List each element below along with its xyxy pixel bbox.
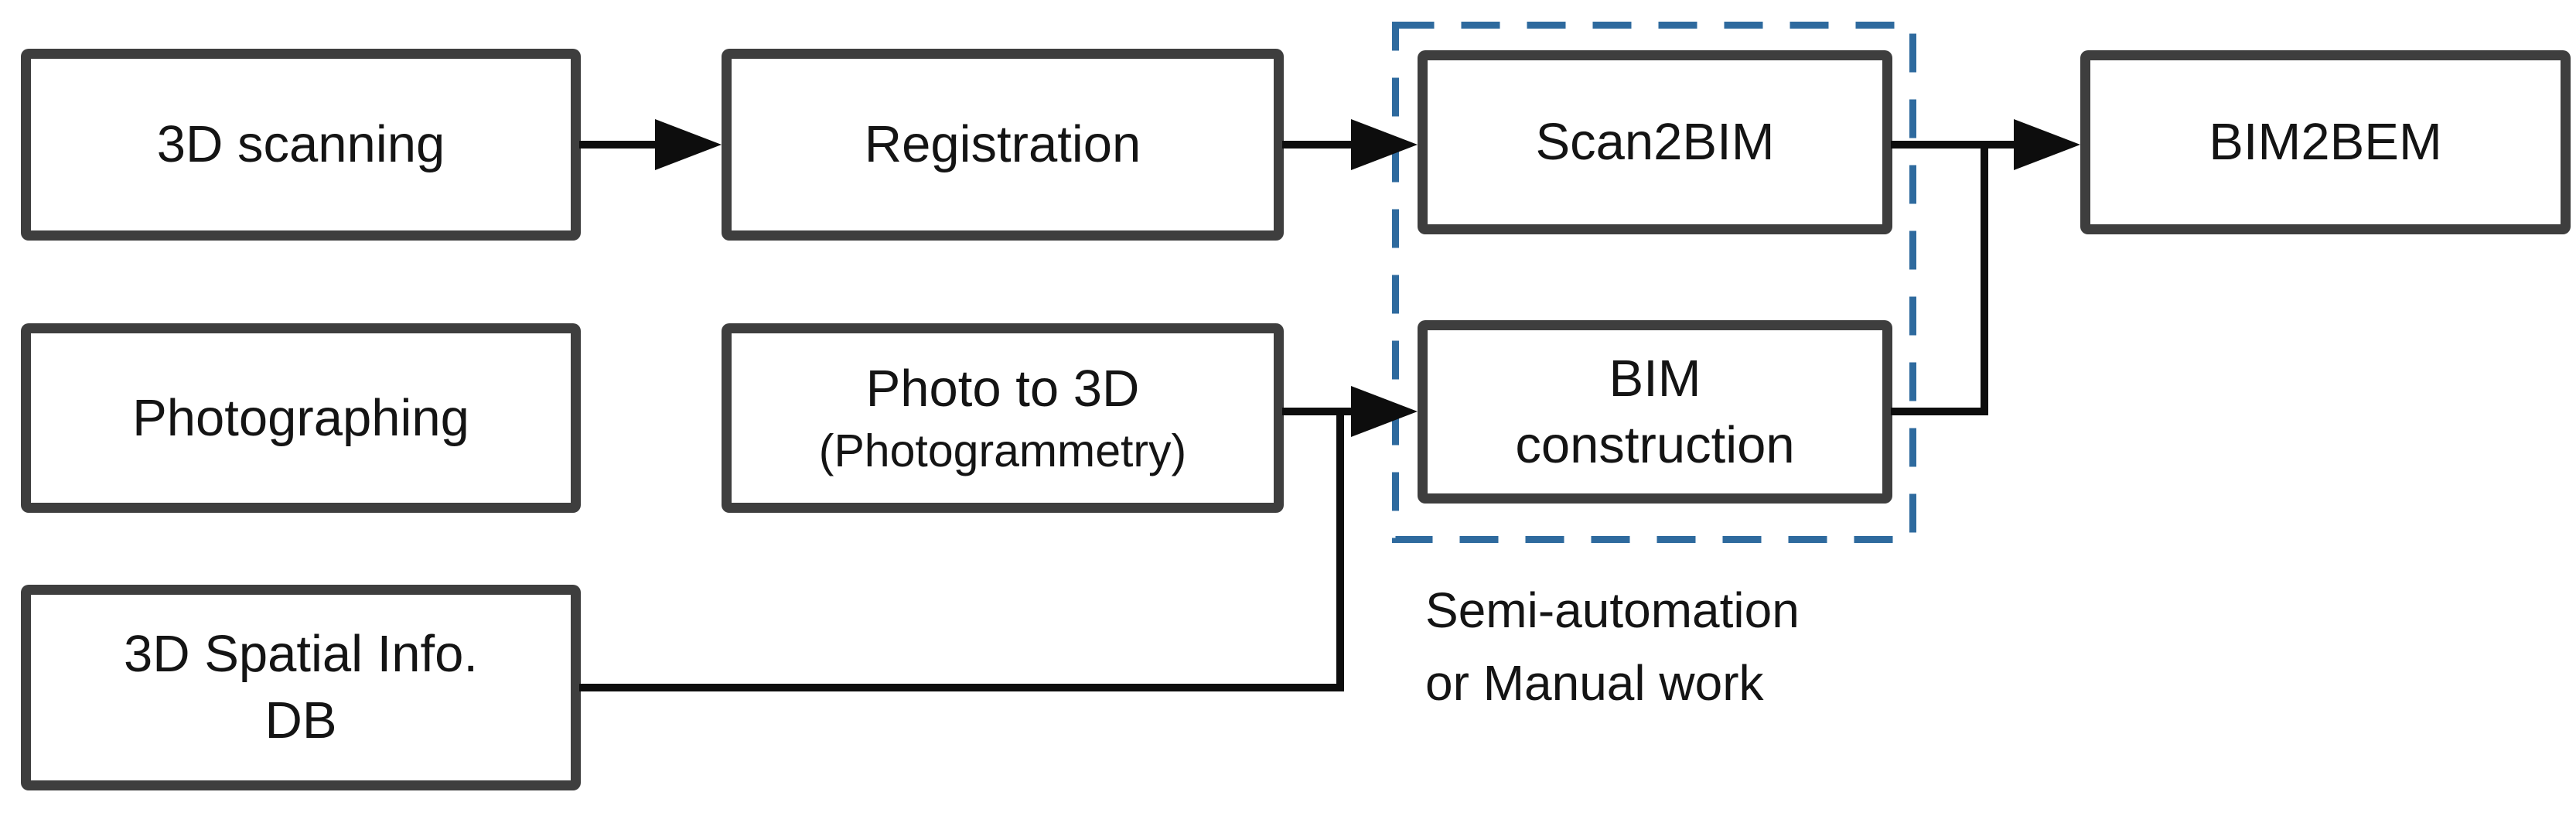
connector-db-horizontal [579,684,1344,691]
connector-scanning-to-registration [579,141,664,149]
box-label: 3D Spatial Info. [123,625,479,684]
box-label: DB [264,691,337,749]
connector-photo-to-bim-construction [1282,408,1371,415]
box-label: BIM2BEM [2209,113,2442,172]
box-3d-spatial-info-db: 3D Spatial Info. DB [21,585,581,790]
caption-line: Semi-automation [1425,582,1800,638]
box-scan2bim: Scan2BIM [1418,50,1892,234]
connector-output-vertical-trunk [1981,141,1988,415]
box-sublabel: (Photogrammetry) [818,425,1187,476]
arrowhead-into-bim2bem [2014,119,2080,170]
caption-line: or Manual work [1425,655,1764,711]
box-registration: Registration [722,49,1284,241]
box-label: Scan2BIM [1535,113,1775,172]
arrowhead-into-bim-construction [1351,386,1418,437]
box-label: Registration [864,115,1141,174]
box-label: Photographing [132,388,469,447]
semi-automation-caption: Semi-automation or Manual work [1425,574,1800,719]
arrowhead-into-registration [655,119,722,170]
box-label: construction [1515,415,1795,474]
box-bim-construction: BIM construction [1418,320,1892,504]
box-label: Photo to 3D [865,359,1140,418]
connector-registration-to-scan2bim [1282,141,1371,149]
box-label: 3D scanning [156,115,445,174]
box-photo-to-3d: Photo to 3D (Photogrammetry) [722,323,1284,513]
box-label: BIM [1609,349,1701,408]
semi-automation-group-outline [1392,22,1916,543]
box-photographing: Photographing [21,323,581,513]
connector-scan2bim-to-bim2bem [1891,141,2018,149]
box-3d-scanning: 3D scanning [21,49,581,241]
box-bim2bem: BIM2BEM [2080,50,2571,234]
connector-db-vertical-trunk [1336,408,1344,691]
connector-bim-construction-out [1891,408,1988,415]
arrowhead-into-scan2bim [1351,119,1418,170]
